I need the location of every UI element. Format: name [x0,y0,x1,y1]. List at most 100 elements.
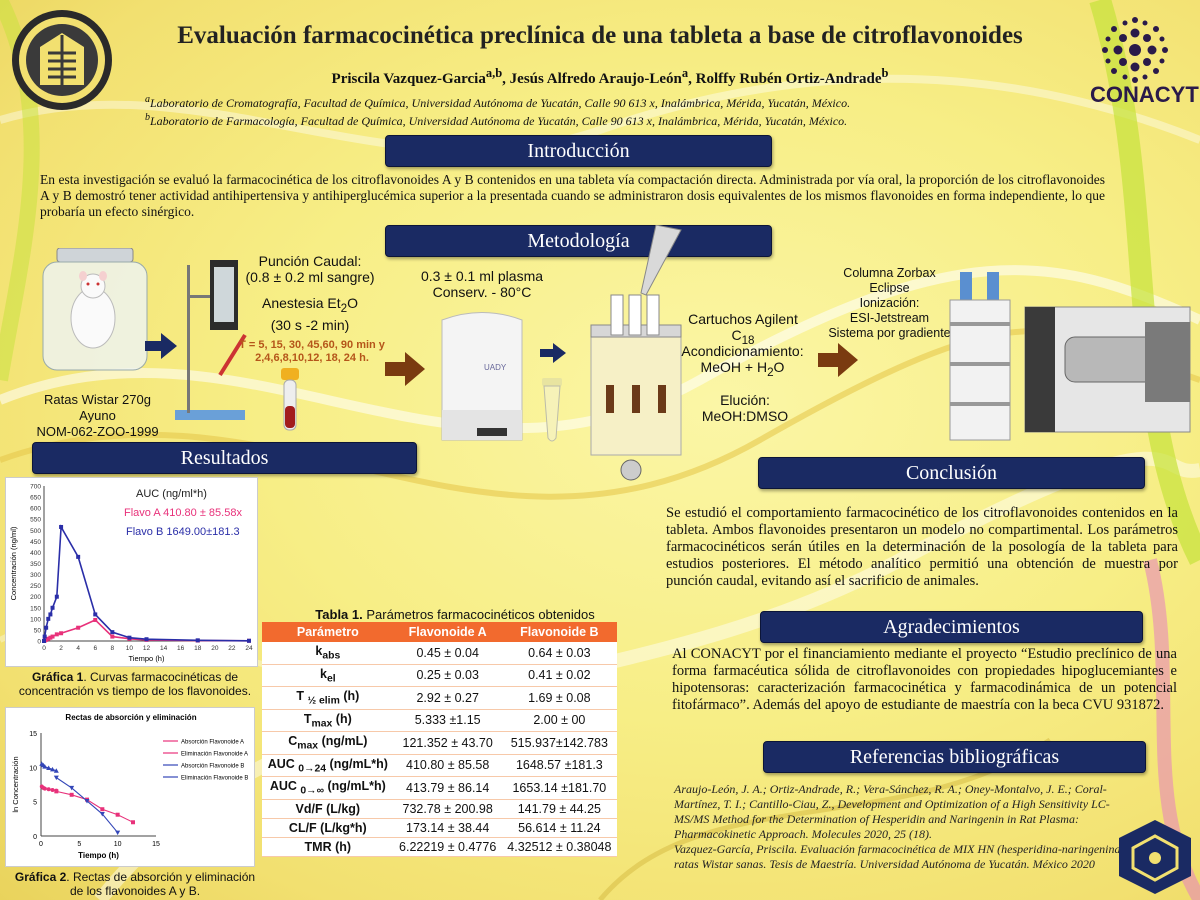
data-point [48,612,53,617]
arrow-icon [818,343,858,377]
anestesia: Anestesia Et2O (30 s -2 min) [245,295,375,333]
legend-label: Absorción Flavonoide A [181,740,244,746]
series-line [56,790,134,823]
affiliation-a: aLaboratorio de Cromatografía, Facultad … [145,94,851,110]
data-point [46,765,52,771]
table-cell: 1653.14 ±181.70 [501,776,617,800]
rat-jar-image [42,248,148,371]
x-tick-label: 10 [114,841,122,848]
y-tick-label: 500 [30,528,41,535]
data-point [48,635,53,640]
data-point [53,775,59,781]
param-kel: kel [262,664,394,687]
data-point [59,631,64,636]
blood-tube-image [281,368,299,431]
data-point [42,786,47,791]
x-tick-label: 4 [76,645,80,652]
plasma-info: 0.3 ± 0.1 ml plasma Conserv. - 80°C [418,268,546,300]
data-point [42,764,48,769]
data-point [115,830,121,836]
y-tick-label: 650 [30,495,41,502]
data-point [46,616,51,621]
param-auc24: AUC 0→24 (ng/mL*h) [262,754,394,777]
table-cell: 121.352 ± 43.70 [393,731,502,755]
conacyt-logo-text: CONACYT [1090,82,1199,107]
x-tick-label: 10 [126,645,134,652]
param-tmr: TMR (h) [262,837,394,857]
auc-legend-a: Flavo A 410.80 ± 85.58x [124,507,242,519]
y-tick-label: 400 [30,550,41,557]
columna-line-4: Sistema por gradiente [828,326,951,340]
y-axis-label: Concentración (ng/ml) [9,526,18,600]
poster-title: Evaluación farmacocinética preclínica de… [177,22,1023,49]
svg-text:UADY: UADY [484,363,507,372]
param-clf: CL/F (L/kg*h) [262,818,394,838]
arrow-icon [145,333,177,359]
y-tick-label: 15 [29,731,37,738]
data-point [54,594,59,599]
data-point [46,787,51,792]
lc-ms-instrument-image [949,272,1191,441]
y-tick-label: 100 [30,616,41,623]
x-tick-label: 6 [93,645,97,652]
data-point [115,812,120,817]
data-point [84,798,90,804]
series-line [56,777,119,833]
x-tick-label: 0 [42,645,46,652]
eppendorf-tube-image [542,378,562,442]
data-point [93,617,98,622]
x-tick-label: 0 [39,841,43,848]
y-tick-label: 250 [30,583,41,590]
x-tick-label: 8 [111,645,115,652]
y-tick-label: 700 [30,484,41,491]
data-point [53,768,59,773]
y-tick-label: 5 [33,800,37,807]
graph1-caption: Gráfica 1. Curvas farmacocinéticas de co… [15,670,255,698]
chart-title: Rectas de absorción y eliminación [65,713,196,722]
legend-label: Eliminación Flavonoide A [181,752,248,758]
data-point [50,634,55,639]
param-aucinf: AUC 0→∞ (ng/mL*h) [262,776,394,800]
data-point [42,634,47,639]
table-cell: 56.614 ± 11.24 [501,818,617,838]
legend-label: Absorción Flavonoide B [181,764,244,770]
reference-item: Araujo-León, J. A.; Ortiz-Andrade, R.; V… [674,782,1110,841]
y-tick-label: 300 [30,572,41,579]
graph2-chart: Rectas de absorción y eliminación0510150… [11,713,248,860]
x-axis-label: Tiempo (h) [129,654,165,663]
param-vdf: Vd/F (L/kg) [262,799,394,819]
table-header-cell: Flavonoide A [393,622,502,642]
columna-line-2: Ionización: [859,296,920,310]
table-cell: 0.64 ± 0.03 [501,642,617,665]
puncion-caudal: Punción Caudal: (0.8 ± 0.2 ml sangre) [240,253,380,285]
table-cell: 0.41 ± 0.02 [501,664,617,687]
anestesia-time: (30 s -2 min) [270,316,350,333]
table-cell: 2.00 ± 00 [501,709,617,732]
rats-line-2: Ayuno [79,408,116,423]
ack-heading: Agradecimientos [760,611,1143,643]
table1-label: Tabla 1. [315,607,363,622]
param-kabs: kabs [262,642,394,665]
table-cell: 1.69 ± 0.08 [501,686,617,710]
elucion: Elución: MeOH:DMSO [695,392,795,424]
columna-info: Columna Zorbax Eclipse Ionización: ESI-J… [822,266,957,341]
x-tick-label: 15 [152,841,160,848]
data-point [76,625,81,630]
data-point [44,637,49,642]
data-point [99,812,105,817]
y-tick-label: 600 [30,506,41,513]
series-line-flavo-b [43,524,250,642]
data-point [110,630,115,635]
table-header-cell: Flavonoide B [501,622,617,642]
references-list: Araujo-León, J. A.; Ortiz-Andrade, R.; V… [674,782,1139,872]
intro-heading: Introducción [385,135,772,167]
times-line-2: 2,4,6,8,10,12, 18, 24 h. [255,352,369,364]
table1-caption: Parámetros farmacocinéticos obtenidos [362,607,595,622]
y-tick-label: 450 [30,539,41,546]
